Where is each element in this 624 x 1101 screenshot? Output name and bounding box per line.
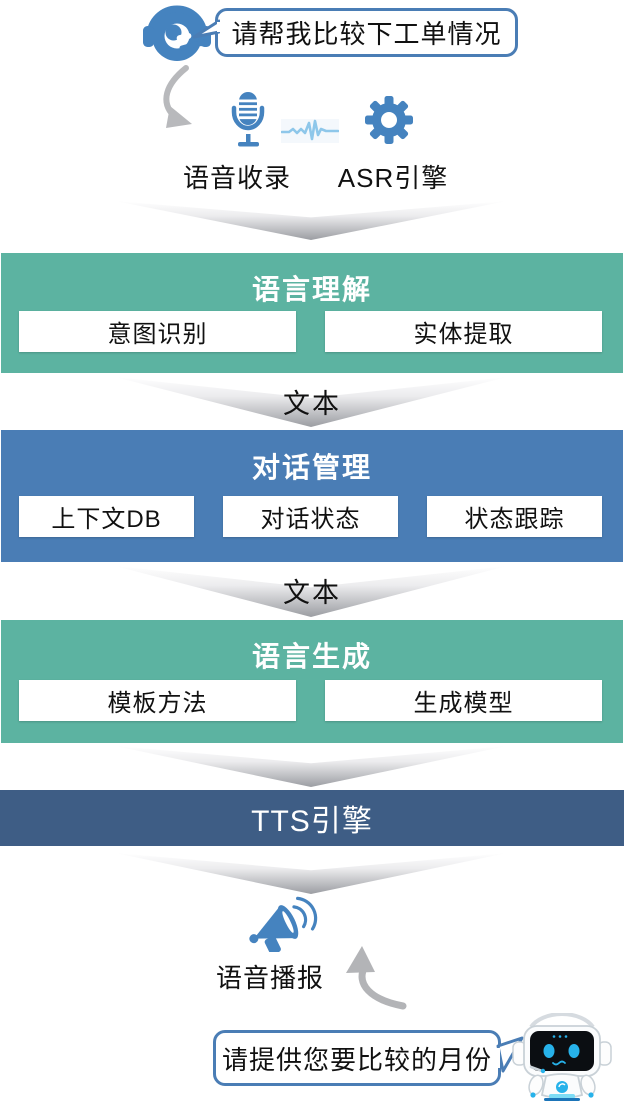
nlu-item-intent-recognition: 意图识别 — [19, 311, 296, 352]
flow-text-label: 文本 — [283, 389, 341, 419]
asr-engine-label: ASR引擎 — [337, 163, 449, 193]
flow-chevron-icon — [115, 201, 507, 240]
curved-arrow-down-icon — [163, 65, 192, 128]
tts-engine-bar: TTS引擎 — [0, 790, 624, 846]
dm-item-context-db: 上下文DB — [19, 496, 194, 537]
nlu-item-entity-extraction: 实体提取 — [325, 311, 602, 352]
user-speech-bubble: 请帮我比较下工单情况 — [215, 8, 518, 57]
robot-icon — [512, 1013, 612, 1101]
flow-chevron-icon — [115, 746, 507, 787]
flow-chevron-icon — [115, 377, 507, 427]
flow-chevron-icon — [115, 853, 507, 894]
voice-broadcast-label: 语音播报 — [216, 963, 325, 993]
curved-arrow-up-icon — [346, 946, 407, 1010]
tts-engine-label: TTS引擎 — [251, 805, 373, 838]
dm-block-title: 对话管理 — [251, 452, 372, 483]
voice-capture-label: 语音收录 — [183, 163, 292, 193]
bot-speech-text: 请提供您要比较的月份 — [221, 1044, 492, 1075]
nlg-block-title: 语言生成 — [251, 641, 372, 672]
user-bubble-tail — [192, 19, 220, 39]
nlu-block-title: 语言理解 — [251, 274, 372, 305]
nlg-item-generative-model: 生成模型 — [325, 680, 602, 721]
nlu-block: 语言理解 意图识别 实体提取 — [1, 253, 623, 373]
flow-text-label: 文本 — [283, 578, 341, 608]
dm-item-state-tracking: 状态跟踪 — [427, 496, 602, 537]
gear-icon — [365, 96, 413, 144]
nlg-item-template-method: 模板方法 — [19, 680, 296, 721]
dm-item-dialog-state: 对话状态 — [223, 496, 398, 537]
nlg-block: 语言生成 模板方法 生成模型 — [1, 620, 623, 743]
megaphone-icon — [249, 896, 318, 952]
user-speech-text: 请帮我比较下工单情况 — [231, 19, 502, 49]
waveform-icon — [281, 119, 339, 143]
bot-speech-bubble: 请提供您要比较的月份 — [213, 1030, 501, 1086]
dialog-management-block: 对话管理 上下文DB 对话状态 状态跟踪 — [1, 430, 623, 562]
microphone-icon — [231, 92, 265, 147]
flow-chevron-icon — [115, 566, 507, 617]
